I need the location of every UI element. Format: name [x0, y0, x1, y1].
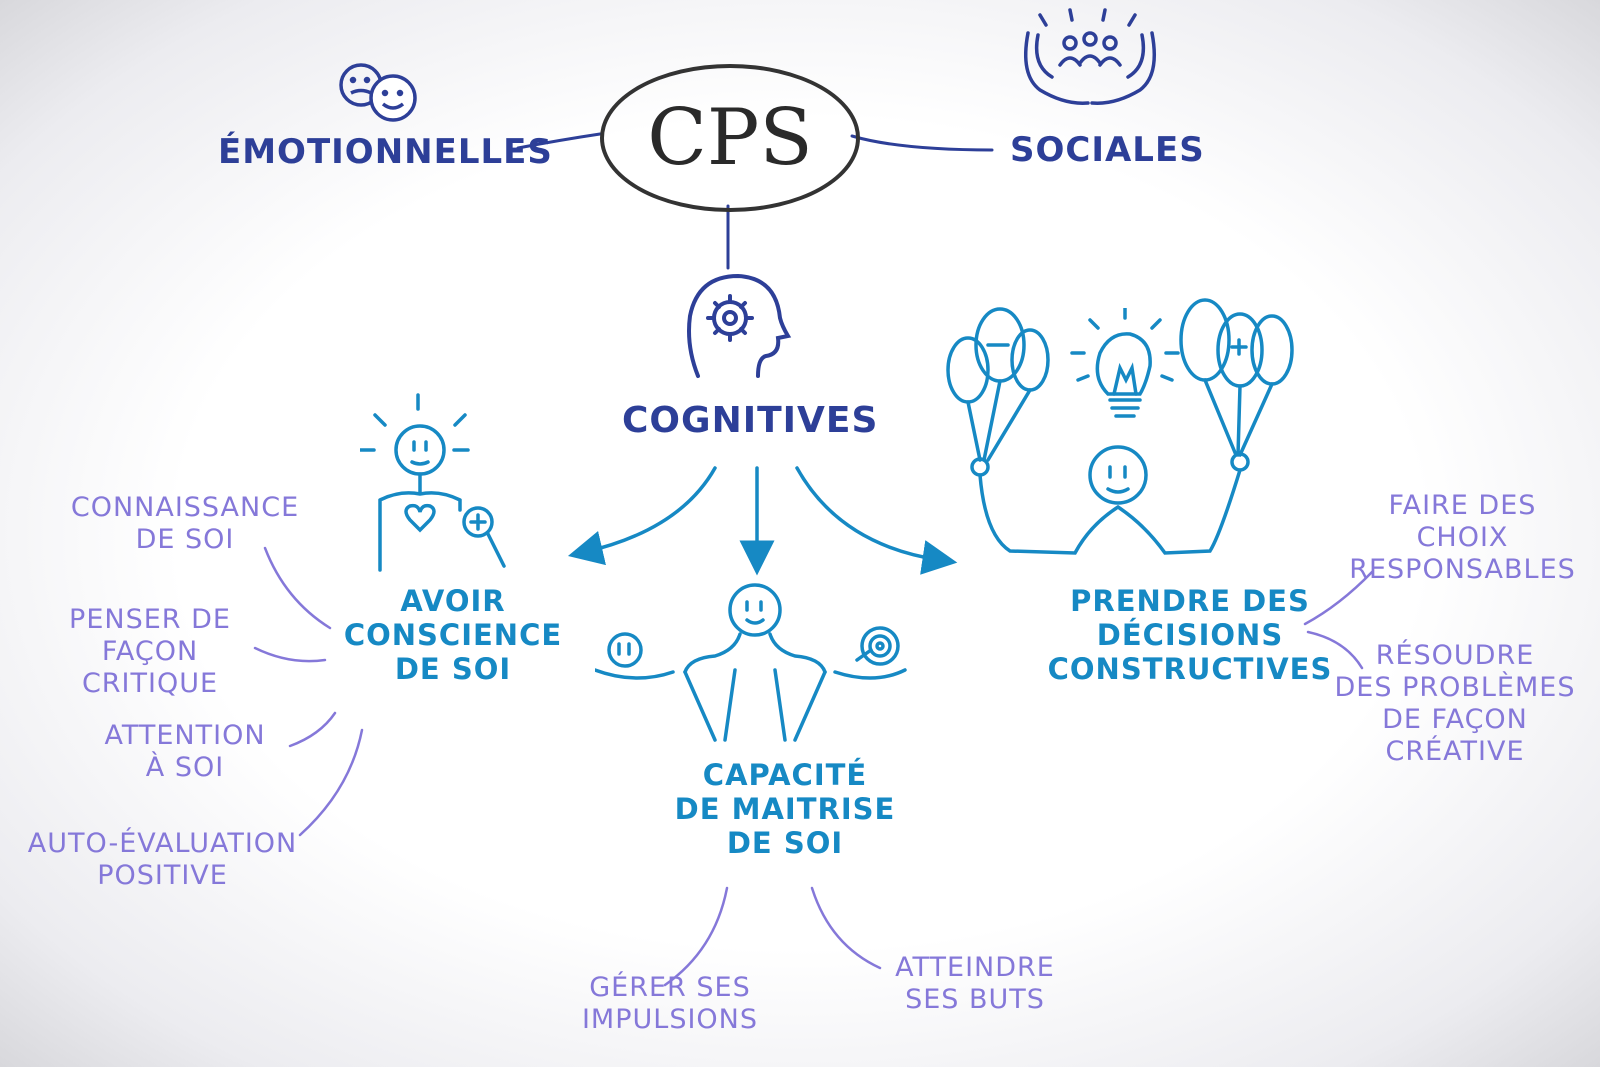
leaf-gerer: GÉRER SES IMPULSIONS — [581, 972, 759, 1035]
label-emotionnelles: ÉMOTIONNELLES — [218, 132, 553, 172]
head-gear-icon — [687, 273, 792, 378]
line-resoudre — [1306, 630, 1364, 670]
label-conscience: AVOIR CONSCIENCE DE SOI — [343, 584, 563, 687]
line-auto — [298, 728, 364, 837]
balloons-person-icon — [946, 298, 1294, 555]
label-maitrise: CAPACITÉ DE MAITRISE DE SOI — [674, 758, 896, 861]
balancing-person-icon — [595, 583, 907, 742]
line-penser — [253, 646, 327, 663]
arrow-conscience — [567, 466, 717, 566]
cps-center: CPS — [600, 64, 860, 212]
line-connaissance — [263, 546, 332, 630]
line-attention — [288, 711, 337, 748]
leaf-auto: AUTO-ÉVALUATION POSITIVE — [27, 828, 298, 891]
leaf-atteindre: ATTEINDRE SES BUTS — [895, 952, 1055, 1015]
line-gerer — [663, 886, 729, 987]
leaf-connaissance: CONNAISSANCE DE SOI — [70, 492, 300, 555]
two-smileys-icon — [339, 63, 417, 122]
line-sociales — [850, 134, 994, 152]
leaf-resoudre: RÉSOUDRE DES PROBLÈMES DE FAÇON CRÉATIVE — [1334, 640, 1576, 767]
self-aware-person-icon — [360, 393, 506, 572]
line-atteindre — [810, 886, 882, 970]
hands-group-icon — [1024, 8, 1156, 105]
line-faire — [1303, 570, 1374, 626]
line-emotionnelles — [516, 132, 602, 150]
arrow-decisions — [795, 466, 958, 575]
label-cognitives: COGNITIVES — [622, 400, 879, 441]
leaf-penser: PENSER DE FAÇON CRITIQUE — [69, 604, 231, 699]
leaf-faire: FAIRE DES CHOIX RESPONSABLES — [1349, 490, 1576, 585]
label-decisions: PRENDRE DES DÉCISIONS CONSTRUCTIVES — [1047, 584, 1333, 687]
leaf-attention: ATTENTION À SOI — [104, 720, 266, 783]
label-sociales: SOCIALES — [1010, 130, 1205, 170]
lightbulb-icon — [1070, 308, 1180, 418]
